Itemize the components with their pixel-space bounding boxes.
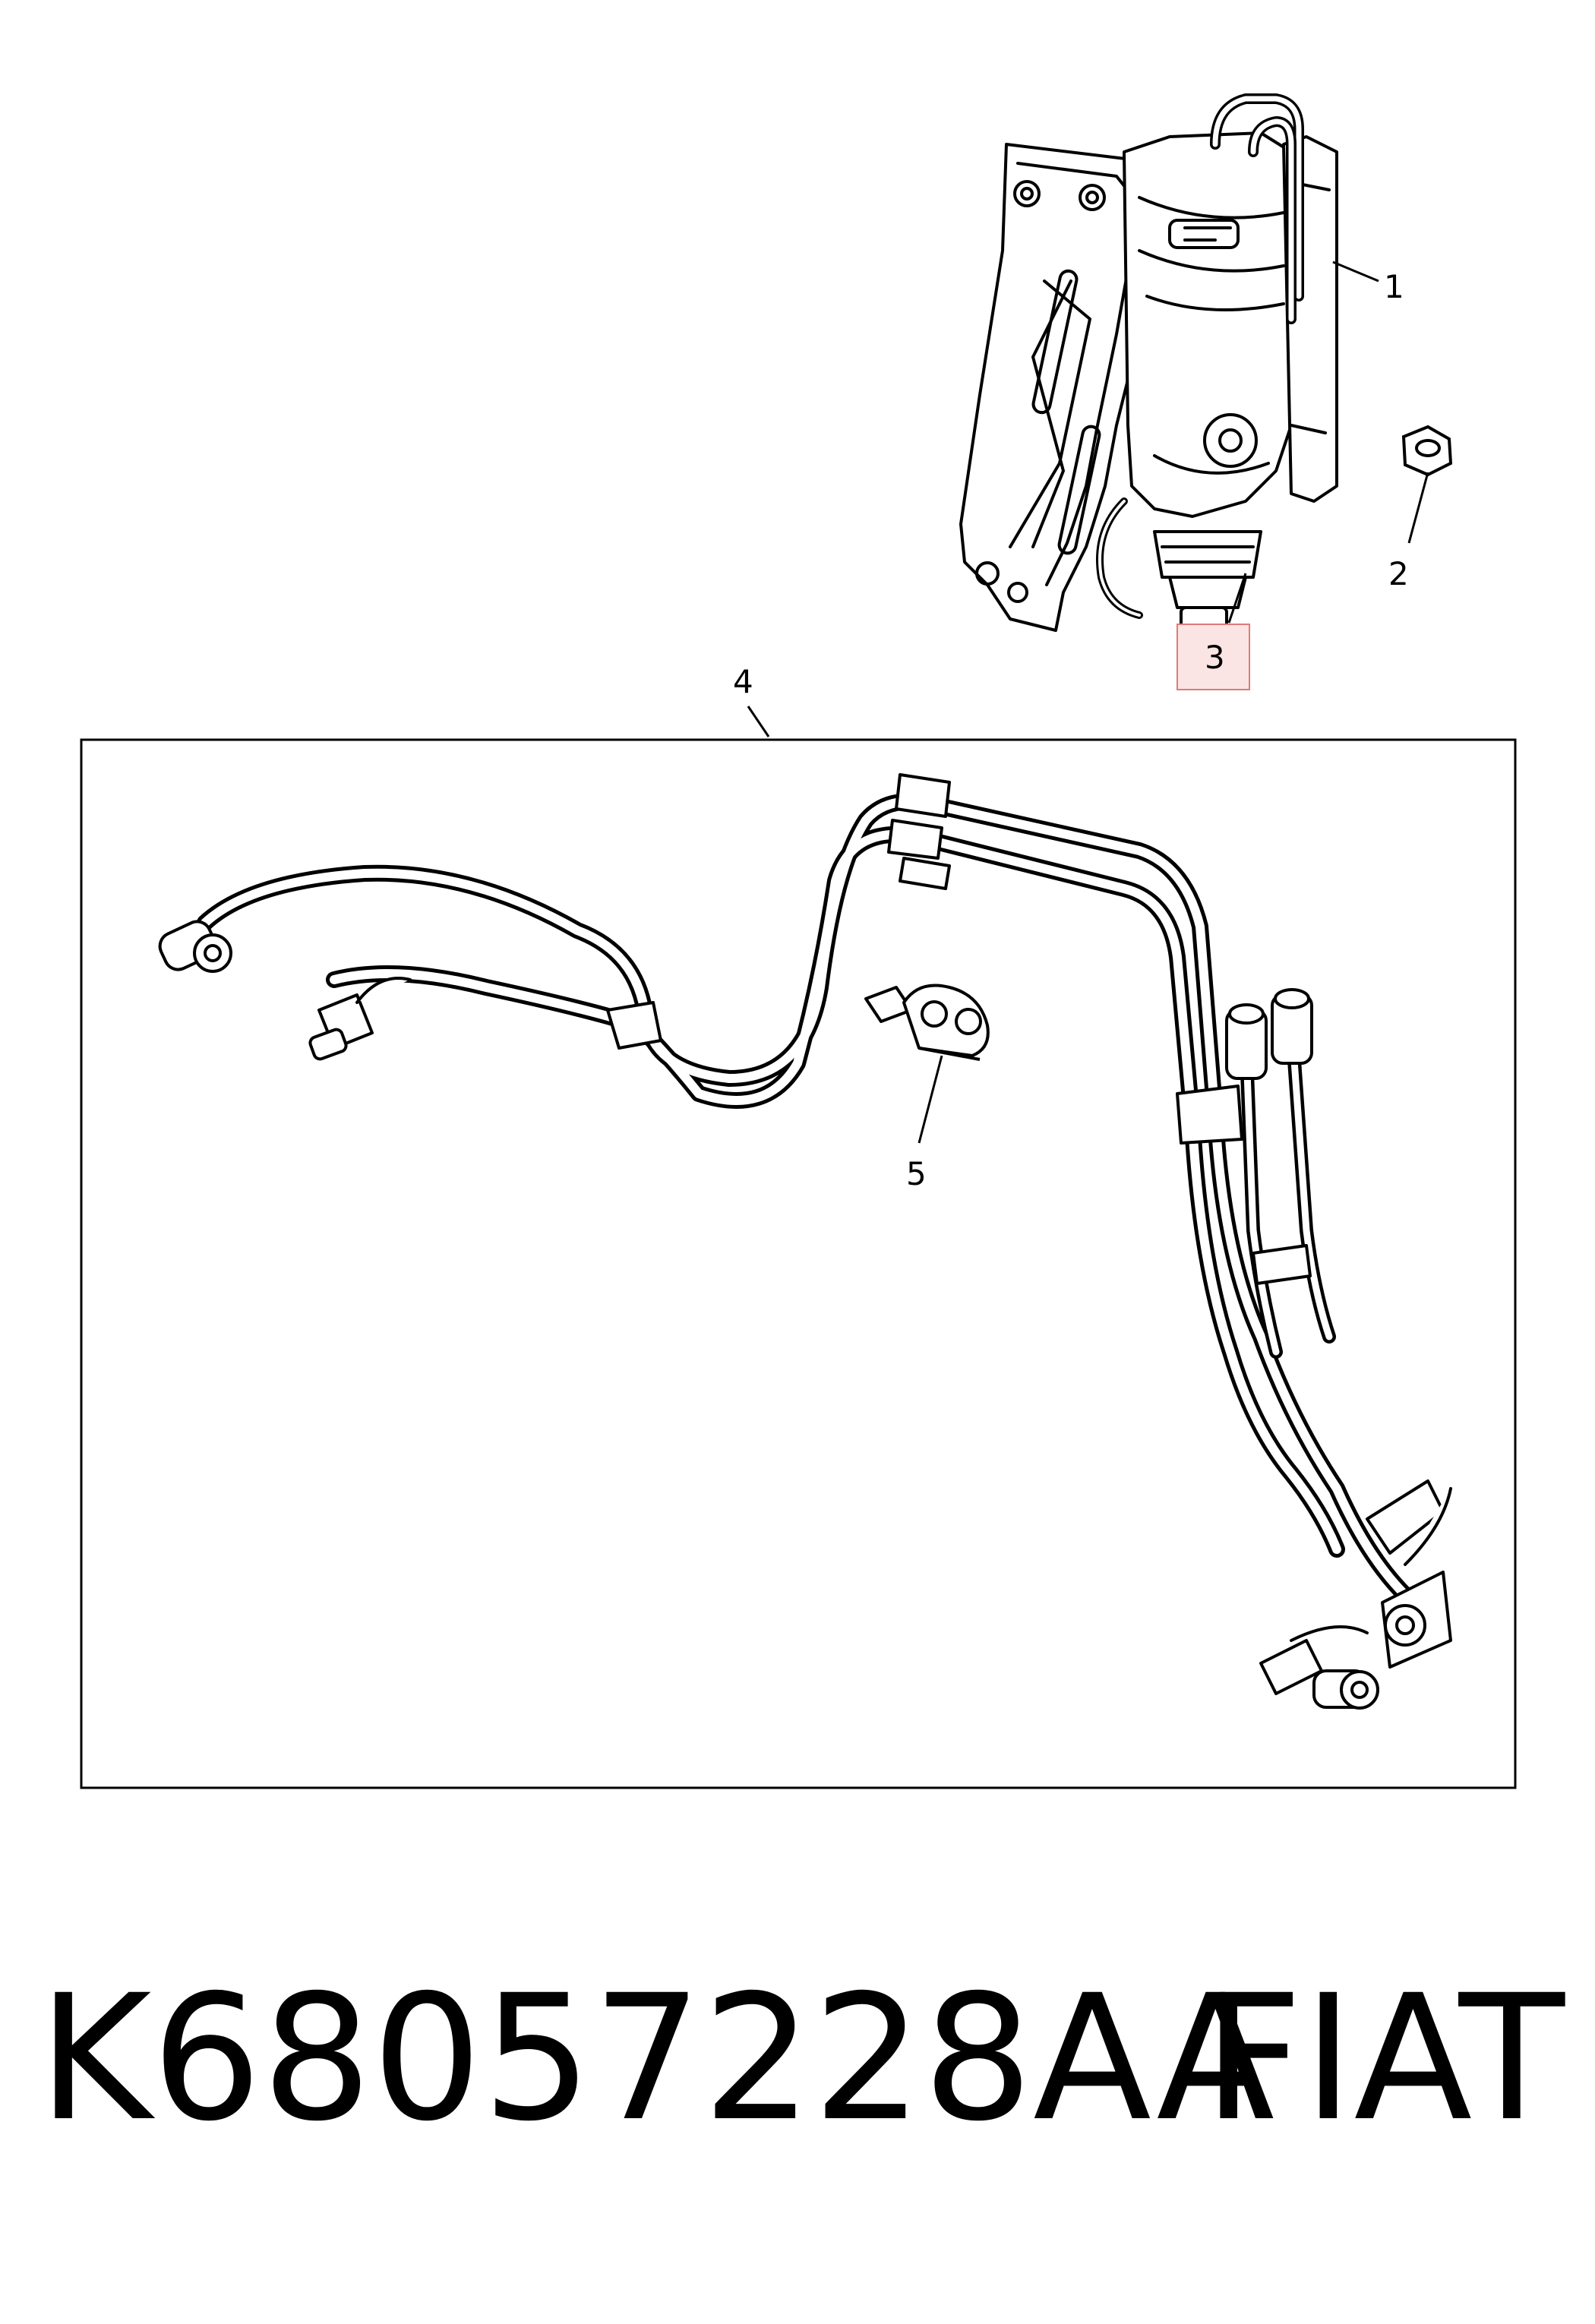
fuel-filter-housing-illustration bbox=[959, 93, 1338, 655]
leader-line-3 bbox=[1227, 573, 1247, 624]
leader-line-4 bbox=[747, 706, 770, 737]
leader-line-2 bbox=[1407, 472, 1429, 544]
callout-3-highlight bbox=[1177, 624, 1250, 690]
flange-nut-illustration bbox=[1401, 425, 1453, 477]
callout-4[interactable]: 4 bbox=[733, 663, 753, 700]
leader-lines bbox=[747, 261, 1429, 1144]
footer-caption: K68057228AA FIAT bbox=[30, 1944, 1565, 2172]
retaining-clip-illustration bbox=[864, 984, 990, 1061]
brand-name: FIAT bbox=[1203, 1957, 1565, 2159]
leader-line-5 bbox=[918, 1055, 943, 1144]
callout-1[interactable]: 1 bbox=[1384, 268, 1404, 305]
callout-3[interactable]: 3 bbox=[1205, 639, 1225, 676]
callout-2[interactable]: 2 bbox=[1388, 555, 1409, 592]
part-number: K68057228AA bbox=[38, 1957, 1275, 2159]
callout-5[interactable]: 5 bbox=[906, 1155, 927, 1192]
fuel-line-assembly-frame bbox=[80, 738, 1517, 1789]
fuel-line-assembly-illustration bbox=[158, 773, 1452, 1710]
leader-line-1 bbox=[1332, 261, 1379, 283]
